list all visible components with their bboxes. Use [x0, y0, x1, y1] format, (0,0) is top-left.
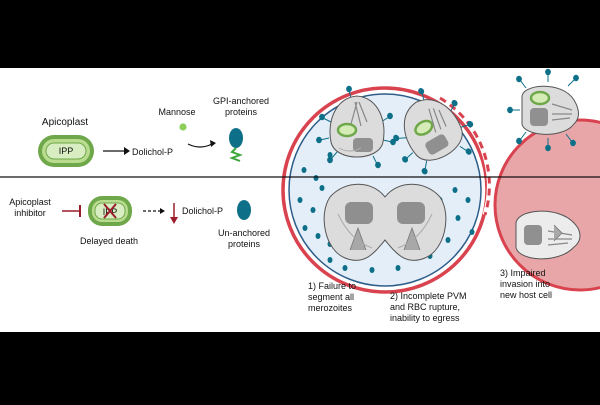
outcome-2-line2: and RBC rupture, — [390, 302, 460, 312]
outcome-2-line1: 2) Incomplete PVM — [390, 291, 467, 301]
gpi-label-line1: GPI-anchored — [213, 96, 269, 106]
ipp-label: IPP — [59, 146, 74, 156]
unanchored-label-line1: Un-anchored — [218, 228, 270, 238]
apicoplast-label: Apicoplast — [42, 117, 88, 128]
outcome-3-line2: invasion into — [500, 279, 550, 289]
bald-merozoite — [515, 210, 581, 260]
delayed-death-label: Delayed death — [80, 236, 138, 246]
gpi-anchored-protein-icon — [229, 128, 243, 162]
inhibition-cross-icon — [103, 203, 117, 219]
outcome-3-line3: new host cell — [500, 290, 552, 300]
rbc-rupture-dashes — [439, 96, 491, 216]
unanchored-label-line2: proteins — [228, 239, 261, 249]
mannose-icon — [179, 123, 187, 131]
arrow-head — [210, 140, 216, 147]
merozoite-with-gpi-2 — [393, 88, 474, 175]
mannose-label: Mannose — [158, 107, 195, 117]
apicoplast-icon — [38, 135, 94, 167]
merozoite-with-gpi-1 — [316, 85, 396, 169]
unsegmented-merozoites — [323, 183, 447, 261]
dolichol-label: Dolichol-P — [132, 147, 173, 157]
outcome-1-line2: segment all — [308, 292, 354, 302]
outcome-1-line3: merozoites — [308, 303, 353, 313]
arrow-head — [160, 208, 165, 214]
glycosylation-arrow — [187, 143, 213, 148]
invading-merozoite — [507, 68, 579, 152]
down-arrow-icon — [170, 217, 178, 224]
inhibitor-label-line2: inhibitor — [14, 208, 46, 218]
outcome-2-line3: inability to egress — [390, 313, 460, 323]
unanchored-protein-icon — [237, 200, 251, 220]
dolichol-label-decreased: Dolichol-P — [182, 206, 223, 216]
outcome-1-line1: 1) Failure to — [308, 281, 356, 291]
gpi-label-line2: proteins — [225, 107, 258, 117]
arrow-head — [124, 147, 130, 155]
inhibitor-label-line1: Apicoplast — [9, 197, 51, 207]
outcome-3-line1: 3) Impaired — [500, 268, 546, 278]
